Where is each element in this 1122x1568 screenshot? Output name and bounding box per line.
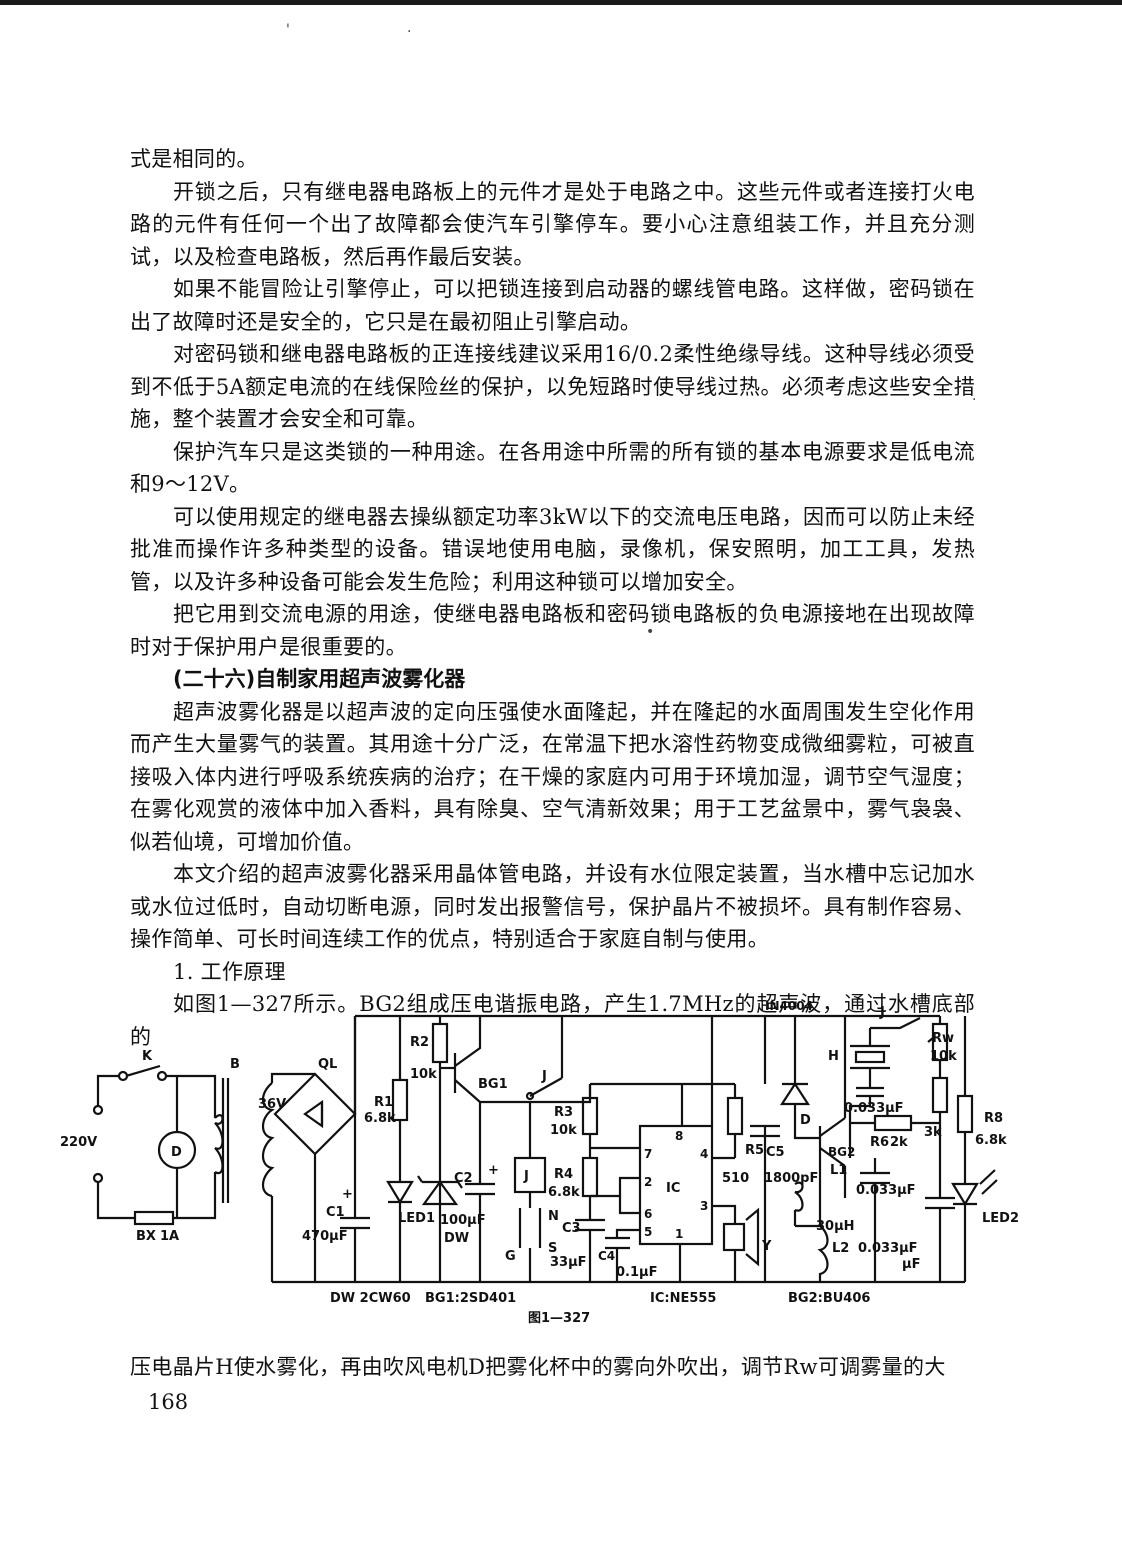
label-ql: QL (318, 1057, 337, 1072)
label-cap-0033-c: 0.033μF (858, 1241, 918, 1256)
label-r3: R3 (554, 1105, 573, 1120)
label-b: B (230, 1057, 240, 1072)
label-r2: R2 (410, 1035, 429, 1050)
label-30uh: 30μH (816, 1219, 855, 1234)
legend-bg2: BG2:BU406 (788, 1291, 870, 1306)
label-c5-value: 1800pF (764, 1171, 818, 1186)
label-c1-value: 470μF (302, 1229, 348, 1244)
label-c4-value: 0.1μF (616, 1265, 657, 1280)
paragraph: 可以使用规定的继电器去操纵额定功率3kW以下的交流电压电路，因而可以防止未经批准… (130, 504, 975, 594)
label-c3-value: 33μF (550, 1255, 587, 1270)
figure-caption: 图1—327 (528, 1311, 590, 1326)
label-ic: IC (666, 1181, 680, 1196)
label-j-right: J (879, 1005, 885, 1020)
label-pin1: 1 (675, 1227, 683, 1241)
label-led1: LED1 (398, 1211, 435, 1226)
label-in4004: IN4004 (765, 999, 813, 1013)
legend-ic: IC:NE555 (650, 1291, 716, 1306)
label-r4-value: 6.8k (548, 1185, 580, 1200)
subheading: 1. 工作原理 (173, 959, 286, 984)
label-c3: C3 (562, 1221, 581, 1236)
label-pin8: 8 (675, 1129, 683, 1143)
label-36v: 36V (258, 1097, 286, 1112)
label-c2-plus: + (488, 1163, 499, 1178)
scan-speck: ' (286, 22, 290, 38)
label-n: N (548, 1209, 559, 1224)
label-c2-value: 100μF (440, 1213, 486, 1228)
label-cap-0033-a: 0.033μF (844, 1101, 904, 1116)
page-number: 168 (148, 1390, 189, 1414)
label-led2: LED2 (982, 1211, 1019, 1226)
paragraph: 保护汽车只是这类锁的一种用途。在各用途中所需的所有锁的基本电源要求是低电流和9～… (130, 439, 975, 497)
label-pin3: 3 (700, 1199, 708, 1213)
label-y: Y (761, 1239, 772, 1254)
label-r5-value: 510 (722, 1171, 749, 1186)
scan-speck: · (407, 24, 412, 40)
paragraph: 如图1—327所示。BG2组成压电谐振电路，产生1.7MHz的超声波，通过水槽底… (130, 992, 975, 1049)
label-3k: 3k (924, 1125, 942, 1140)
label-c1: C1 (326, 1205, 345, 1220)
label-pin5: 5 (644, 1225, 652, 1239)
scan-speck: • (646, 624, 655, 640)
label-j-relay: J (523, 1169, 529, 1184)
label-uf: μF (902, 1257, 920, 1272)
label-k: K (142, 1049, 153, 1064)
label-plus: + (342, 1187, 353, 1202)
label-c2: C2 (454, 1171, 473, 1186)
label-bx: BX (136, 1229, 156, 1244)
label-motor: D (171, 1145, 182, 1160)
ic-ne555 (638, 1124, 714, 1246)
legend-dw: DW 2CW60 (330, 1291, 411, 1306)
label-pin7: 7 (644, 1147, 652, 1161)
section-heading: (二十六)自制家用超声波雾化器 (173, 667, 466, 691)
label-s: S (548, 1241, 557, 1256)
label-fuse: 1A (160, 1229, 179, 1244)
body-text-continued: 压电晶片H使水雾化，再由吹风电机D把雾化杯中的雾向外吹出，调节Rw可调雾量的大 (130, 1351, 975, 1384)
paragraph: 对密码锁和继电器电路板的正连接线建议采用16/0.2柔性绝缘导线。这种导线必须受… (130, 342, 975, 431)
scan-top-edge (0, 0, 1122, 5)
paragraph: 压电晶片H使水雾化，再由吹风电机D把雾化杯中的雾向外吹出，调节Rw可调雾量的大 (130, 1355, 946, 1379)
label-c4: C4 (598, 1249, 615, 1263)
label-220v: 220V (60, 1135, 97, 1150)
label-r4: R4 (554, 1167, 573, 1182)
legend-bg1: BG1:2SD401 (425, 1291, 516, 1306)
paragraph: 如果不能冒险让引擎停止，可以把锁连接到启动器的螺线管电路。这样做，密码锁在出了故… (130, 277, 975, 334)
label-r5: R5 (745, 1143, 764, 1158)
label-r8: R8 (984, 1111, 1003, 1126)
paragraph: 式是相同的。 (130, 147, 258, 171)
label-pin6: 6 (644, 1207, 652, 1221)
label-rw: Rw (932, 1031, 954, 1046)
label-r1: R1 (374, 1095, 393, 1110)
label-r6: R6 (870, 1135, 889, 1150)
circuit-diagram: K 220V D BX 1A B QL 36V C1 470μF + R1 6.… (60, 998, 1019, 1328)
label-pin2: 2 (644, 1175, 652, 1189)
label-rw-value: 10k (930, 1049, 957, 1064)
paragraph: 本文介绍的超声波雾化器采用晶体管电路，并设有水位限定装置，当水槽中忘记加水或水位… (130, 862, 975, 951)
label-dw: DW (444, 1231, 469, 1246)
label-l2: L2 (832, 1241, 849, 1256)
paragraph: 超声波雾化器是以超声波的定向压强使水面隆起，并在隆起的水面周围发生空化作用而产生… (130, 699, 975, 854)
label-c5: C5 (766, 1145, 785, 1160)
label-h: H (828, 1049, 839, 1064)
label-r1-value: 6.8k (364, 1111, 396, 1126)
label-diode: D (800, 1113, 811, 1128)
label-pin4: 4 (700, 1147, 708, 1161)
paragraph: 开锁之后，只有继电器电路板上的元件才是处于电路之中。这些元件或者连接打火电路的元… (130, 179, 975, 269)
label-r8-value: 6.8k (975, 1133, 1007, 1148)
label-l1: L1 (830, 1163, 847, 1178)
label-bg1: BG1 (478, 1077, 508, 1092)
scan-speck: · (972, 392, 977, 408)
label-j-switch: J (541, 1069, 547, 1084)
label-r6-value: 2k (890, 1135, 908, 1150)
label-g: G (505, 1249, 516, 1264)
label-bg2: BG2 (828, 1145, 855, 1159)
paragraph: 把它用到交流电源的用途，使继电器电路板和密码锁电路板的负电源接地在出现故障时对于… (130, 602, 975, 659)
label-cap-0033-b: 0.033μF (856, 1183, 916, 1198)
body-text: 式是相同的。 开锁之后，只有继电器电路板上的元件才是处于电路之中。这些元件或者连… (130, 143, 975, 1053)
label-r3-value: 10k (550, 1123, 577, 1138)
label-r2-value: 10k (410, 1067, 437, 1082)
